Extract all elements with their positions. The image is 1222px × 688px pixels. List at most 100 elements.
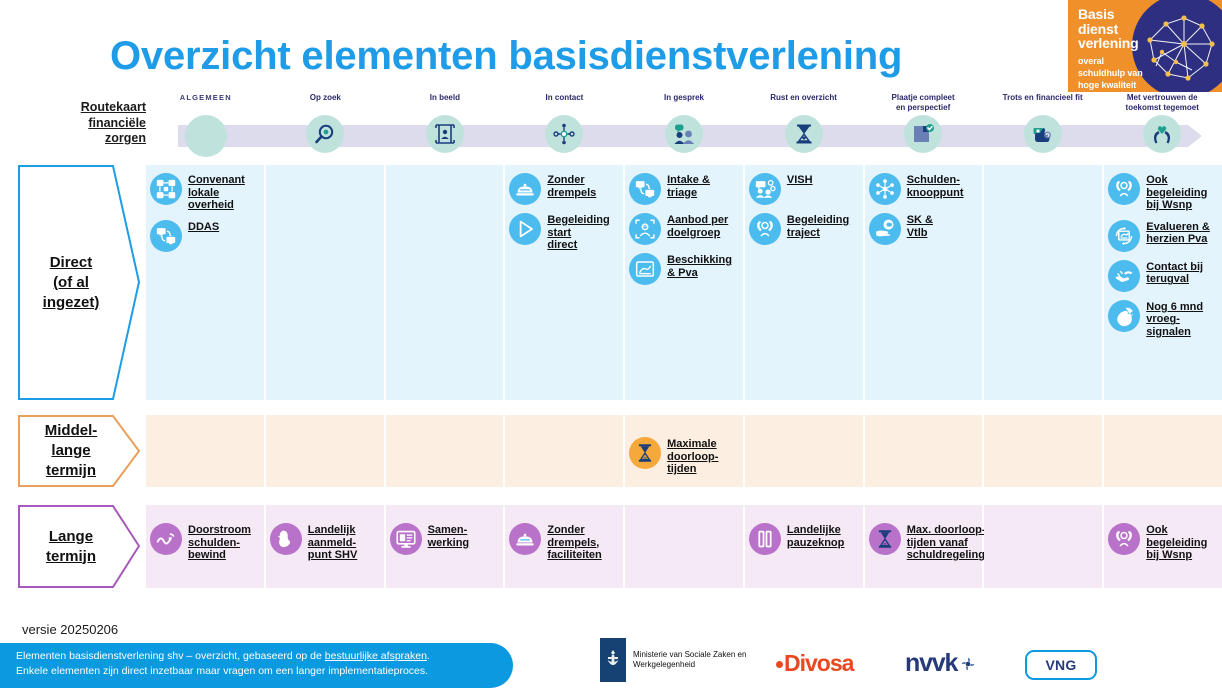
element-item-label: Begeleiding traject (786, 214, 850, 239)
basisdienstverlening-logo: Basis dienst verlening overal schuldhulp… (1068, 0, 1222, 92)
chevron-shape-middellange (18, 415, 140, 487)
routekaart-line-1: Routekaart (80, 100, 146, 114)
timeline-node-3[interactable]: In contact (504, 92, 624, 153)
timeline-node-4[interactable]: In gesprek (624, 92, 744, 153)
timeline-node-0[interactable]: ALGEMEEN (146, 92, 266, 157)
element-item[interactable]: Intake & triage (629, 173, 739, 205)
element-item-label: Intake & triage (667, 174, 710, 199)
element-item[interactable]: Maximale doorloop- tijden (629, 437, 739, 476)
element-item[interactable]: Landelijke pauzeknop (748, 523, 859, 555)
element-item[interactable]: Nog 6 mnd vroeg- signalen (1108, 299, 1218, 339)
bestuurlijke-afspraken-link[interactable]: bestuurlijke afspraken (324, 650, 427, 662)
element-item[interactable]: Landelijk aanmeld- punt SHV (269, 523, 380, 562)
grid-row-middellange: Maximale doorloop- tijden (146, 415, 1222, 487)
timeline-node-2[interactable]: In beeld (385, 92, 505, 153)
element-item-label: Ook begeleiding bij Wsnp (1146, 524, 1208, 562)
timeline-node-1[interactable]: Op zoek (265, 92, 385, 153)
timeline-node-label: Trots en financieel fit (1002, 93, 1083, 102)
footer-line-1-pre: Elementen basisdienstverlening shv – ove… (16, 650, 325, 662)
grid-cell-middellange-termijn-2 (385, 415, 504, 487)
element-item[interactable]: Convenant lokale overheid (150, 173, 260, 212)
element-item[interactable]: DDAS (150, 219, 260, 252)
grid-cell-direct-1 (265, 165, 384, 400)
element-item[interactable]: Beschikking & Pva (629, 253, 739, 285)
divosa-dot-icon (776, 661, 783, 668)
grid-cell-middellange-termijn-1 (265, 415, 384, 487)
grid-cell-middellange-termijn-0 (146, 415, 264, 487)
row-label-lange-line-1: Lange (48, 527, 94, 545)
grid-cell-direct-5: VISH Begeleiding traject (744, 165, 863, 400)
timeline-node-5[interactable]: Rust en overzicht (744, 92, 864, 153)
element-item[interactable]: Begeleiding start direct (509, 213, 619, 252)
row-label-lange-text: Lange termijn (46, 527, 112, 567)
service-bell-icon (509, 173, 542, 205)
row-label-direct-line-1: Direct (49, 253, 93, 271)
grid-cell-direct-2 (385, 165, 504, 400)
element-item-label: Contact bij terugval (1146, 260, 1204, 286)
logo-tagline-1: overal (1078, 55, 1104, 66)
grid-cell-middellange-termijn-8 (1104, 415, 1222, 487)
element-item[interactable]: Begeleiding traject (748, 213, 859, 245)
row-label-lange-termijn: Lange termijn (18, 505, 140, 588)
grid-cell-middellange-termijn-7 (984, 415, 1103, 487)
element-item-label: Zonder drempels (547, 174, 597, 199)
element-item-label: Evalueren & herzien Pva (1146, 220, 1210, 246)
network-person-icon (545, 115, 584, 153)
data-exchange-icon (629, 173, 662, 205)
logo-vng-text: VNG (1025, 650, 1097, 680)
hourglass-icon (629, 437, 662, 469)
timeline-arrow-icon (1188, 125, 1202, 147)
element-item[interactable]: SK & Vtlb (868, 213, 979, 245)
grid-cell-lange-termijn-8: Ook begeleiding bij Wsnp (1104, 505, 1222, 588)
grid-cell-middellange-termijn-3 (505, 415, 624, 487)
element-item[interactable]: Zonder drempels (509, 173, 619, 205)
screen-list-icon (389, 523, 422, 555)
chevron-shape-direct (18, 165, 140, 400)
element-item-label: Begeleiding start direct (547, 214, 610, 252)
grid-row-lange: Doorstroom schulden- bewind Landelijk aan… (146, 505, 1222, 588)
element-item-label: Landelijke pauzeknop (786, 524, 845, 549)
row-label-middellange-text: Middel- lange termijn (45, 421, 114, 481)
element-item[interactable]: Evalueren & herzien Pva (1108, 219, 1218, 252)
footer-line-1-post: . (426, 650, 430, 662)
logo-line-1: Basis (1078, 6, 1115, 22)
row-label-middellange-line-2: lange (51, 442, 91, 459)
netherlands-map-icon (269, 523, 302, 555)
element-item[interactable]: Samen- werking (389, 523, 500, 555)
element-item[interactable]: Aanbod per doelgroep (629, 213, 739, 245)
element-item-label: Doorstroom schulden- bewind (188, 524, 251, 562)
element-item-label: Beschikking & Pva (667, 254, 732, 279)
logo-network-icon (1147, 15, 1215, 81)
timeline-node-7[interactable]: Trots en financieel fit (983, 92, 1103, 153)
element-item[interactable]: Zonder drempels, faciliteiten (509, 523, 619, 562)
element-item[interactable]: Doorstroom schulden- bewind (150, 523, 260, 562)
grid-cell-lange-termijn-1: Landelijk aanmeld- punt SHV (265, 505, 384, 588)
logo-line-3: verlening (1078, 35, 1139, 51)
row-label-middellange-line-1: Middel- (44, 422, 98, 439)
element-item[interactable]: Max. doorloop- tijden vanaf schuldregeli… (868, 523, 986, 562)
element-item[interactable]: Ook begeleiding bij Wsnp (1108, 173, 1218, 212)
logo-vng: VNG (1025, 650, 1097, 680)
footer-banner: Elementen basisdienstverlening shv – ove… (0, 643, 513, 688)
routekaart-label: Routekaart financiële zorgen (66, 100, 146, 147)
element-item[interactable]: Contact bij terugval (1108, 259, 1218, 292)
element-item[interactable]: Ook begeleiding bij Wsnp (1108, 523, 1218, 562)
element-item-label: Ook begeleiding bij Wsnp (1146, 174, 1208, 212)
person-frame-icon (425, 115, 464, 153)
row-label-lange-line-2: termijn (45, 547, 96, 565)
timeline-node-label: In beeld (429, 93, 460, 102)
element-item[interactable]: VISH (748, 173, 859, 205)
element-item[interactable]: Schulden- knooppunt (868, 173, 979, 205)
timeline-node-label: Rust en overzicht (770, 93, 837, 102)
hourglass-heart-icon (784, 115, 823, 153)
row-label-direct-line-3: ingezet) (42, 293, 100, 311)
element-item-label: Max. doorloop- tijden vanaf schuldregeli… (906, 524, 986, 562)
data-exchange-icon (150, 219, 182, 252)
grid-cell-lange-termijn-5: Landelijke pauzeknop (744, 505, 863, 588)
